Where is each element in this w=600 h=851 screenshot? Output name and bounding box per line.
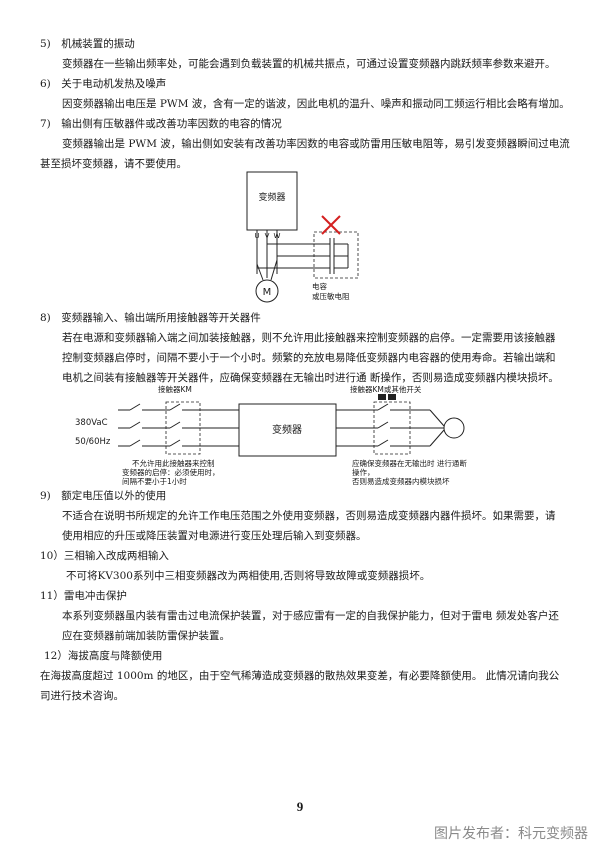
section-7-body-line1: 变频器输出是 PWM 波，输出侧如安装有改善功率因数的电容或防雷用压敏电阻等，易… (62, 138, 570, 150)
inverter-label: 变频器 (258, 191, 285, 203)
output-note-line3: 否则易造成变频器内模块损坏 (352, 476, 450, 486)
supply-frequency-label: 50/60Hz (75, 437, 111, 447)
section-10-heading: 10）三相输入改成两相输入 (40, 550, 169, 562)
section-7-body-line2: 甚至损坏变频器，请不要使用。 (40, 158, 187, 170)
output-contactor-label: 接触器KM或其他开关 (350, 384, 422, 394)
section-7-heading: 7) 输出侧有压敏器件或改善功率因数的电容的情况 (40, 118, 282, 130)
inverter-label: 变频器 (272, 423, 302, 436)
output-note-line2: 操作， (352, 467, 375, 477)
motor-label: M (263, 287, 272, 298)
motor-icon (443, 417, 465, 439)
inverter-box (238, 403, 337, 457)
contactor-wiring-diagram: 接触器KM 接触器KM或其他开关 变频器 380VaC 50/60Hz 不允许用… (75, 384, 467, 486)
section-5-heading: 5) 机械装置的振动 (40, 38, 135, 50)
page-number: 9 (296, 799, 304, 814)
section-5-body: 变频器在一些输出频率处，可能会遇到负载装置的机械共振点，可通过设置变频器内跳跃频… (62, 58, 556, 70)
section-10-body: 不可将KV300系列中三相变频器改为两相使用,否则将导致故障或变频器损坏。 (66, 570, 431, 582)
section-6-body: 因变频器输出电压是 PWM 波，含有一定的谐波，因此电机的温升、噪声和振动同工频… (62, 98, 570, 110)
contactor-mark-icons (378, 394, 396, 400)
input-note-line3: 间隔不要小于1小时 (122, 476, 187, 486)
output-capacitor-diagram: 变频器 U V W M 电容 或压敏电阻 (246, 171, 359, 303)
inverter-box (246, 171, 298, 231)
capacitor-dashed-box (313, 231, 359, 279)
input-contactor-label: 接触器KM (158, 384, 192, 394)
input-note-line2: 变频器的启停：必须使用时， (122, 467, 220, 477)
section-9-heading: 9) 额定电压值以外的使用 (40, 490, 167, 502)
publisher-credit: 图片发布者：科元变频器 (434, 826, 588, 842)
section-12-body: 在海拔高度超过 1000m 的地区，由于空气稀薄造成变频器的散热效果变差，有必要… (40, 670, 560, 702)
capacitor-label-line2: 或压敏电阻 (312, 291, 350, 301)
capacitor-label-line1: 电容 (312, 281, 327, 291)
prohibited-cross-icon (321, 215, 341, 235)
input-note-line1: 不允许用此接触器来控制 (132, 458, 215, 468)
section-8-body: 若在电源和变频器输入端之间加装接触器，则不允许用此接触器来控制变频器的启停。一定… (62, 332, 559, 384)
output-wiring (336, 403, 445, 447)
section-12-heading: 12）海拔高度与降额使用 (44, 650, 163, 662)
section-6-heading: 6) 关于电动机发热及噪声 (40, 78, 167, 90)
section-11-body: 本系列变频器虽内装有雷击过电流保护装置，对于感应雷有一定的自我保护能力，但对于雷… (62, 610, 559, 642)
section-9-body: 不适合在说明书所规定的允许工作电压范围之外使用变频器，否则易造成变频器内器件损坏… (62, 510, 556, 542)
motor-icon (255, 279, 279, 303)
supply-voltage-label: 380VaC (75, 418, 108, 428)
section-11-heading: 11）雷电冲击保护 (40, 590, 127, 602)
output-note-line1: 应确保变频器在无输出时 进行通断 (352, 458, 467, 468)
input-wiring (118, 403, 239, 447)
output-wires (256, 230, 349, 281)
section-8-heading: 8) 变频器输入、输出端所用接触器等开关器件 (40, 312, 261, 324)
